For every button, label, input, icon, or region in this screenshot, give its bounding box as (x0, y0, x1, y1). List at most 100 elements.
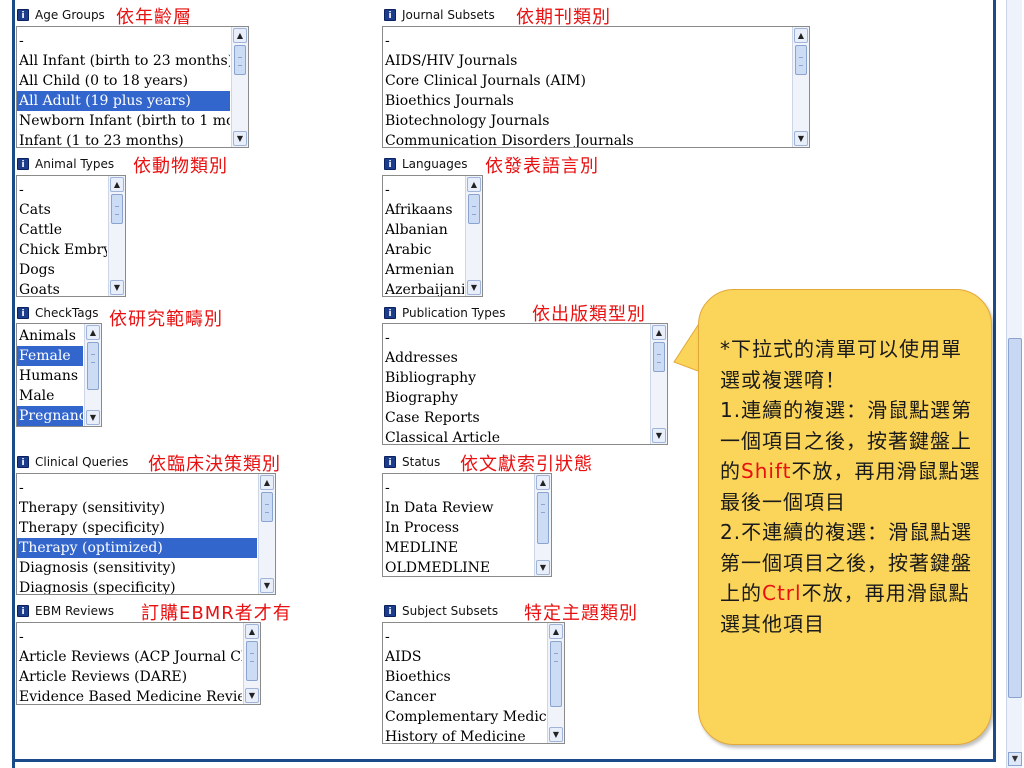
listbox-scrollbar[interactable]: ▲ ▼ (243, 623, 260, 704)
listbox-option[interactable]: Therapy (sensitivity) (19, 500, 166, 516)
listbox-option[interactable]: Therapy (optimized) (17, 538, 257, 558)
info-icon[interactable]: i (17, 307, 29, 319)
down-arrow-icon[interactable]: ▼ (549, 727, 563, 742)
listbox-option[interactable]: Biography (385, 390, 459, 406)
down-arrow-icon[interactable]: ▼ (233, 131, 247, 146)
up-arrow-icon[interactable]: ▲ (233, 28, 247, 43)
down-arrow-icon[interactable]: ▼ (652, 428, 666, 443)
listbox-option[interactable]: - (385, 629, 390, 645)
up-arrow-icon[interactable]: ▲ (794, 28, 808, 43)
listbox-option[interactable]: Humans (19, 368, 79, 384)
info-icon[interactable]: i (384, 307, 396, 319)
scrollbar-thumb[interactable] (87, 342, 99, 390)
down-arrow-icon[interactable]: ▼ (1008, 752, 1022, 766)
info-icon[interactable]: i (384, 605, 396, 617)
up-arrow-icon[interactable]: ▲ (549, 624, 563, 639)
up-arrow-icon[interactable]: ▲ (467, 177, 481, 192)
listbox-scrollbar[interactable]: ▲ ▼ (108, 176, 125, 296)
down-arrow-icon[interactable]: ▼ (110, 280, 124, 295)
listbox-option[interactable]: Armenian (385, 262, 455, 278)
listbox-option[interactable]: All Child (0 to 18 years) (19, 73, 189, 89)
info-icon[interactable]: i (17, 9, 29, 21)
listbox-option[interactable]: Cattle (19, 222, 63, 238)
listbox-option[interactable]: - (19, 480, 24, 496)
listbox-option[interactable]: Complementary Medicine (385, 709, 546, 725)
clinical-queries-listbox[interactable]: - Therapy (sensitivity) Therapy (specifici… (16, 473, 276, 595)
listbox-option[interactable]: Bioethics (385, 669, 451, 685)
listbox-option[interactable]: - (385, 33, 390, 49)
listbox-option[interactable]: MEDLINE (385, 540, 459, 556)
info-icon[interactable]: i (384, 9, 396, 21)
down-arrow-icon[interactable]: ▼ (245, 688, 259, 703)
listbox-option[interactable]: History of Medicine (385, 729, 526, 744)
listbox-option[interactable]: Therapy (specificity) (19, 520, 165, 536)
listbox-option[interactable]: Bibliography (385, 370, 476, 386)
listbox-option[interactable]: - (19, 33, 24, 49)
ebm-reviews-listbox[interactable]: - Article Reviews (ACP Journal Club) Artic… (16, 622, 261, 705)
info-icon[interactable]: i (17, 456, 29, 468)
listbox-option[interactable]: In Process (385, 520, 460, 536)
listbox-option[interactable]: Case Reports (385, 410, 480, 426)
listbox-option[interactable]: Article Reviews (DARE) (19, 669, 188, 685)
listbox-option[interactable]: Female (17, 346, 83, 366)
listbox-scrollbar[interactable]: ▲ ▼ (534, 474, 551, 576)
listbox-option[interactable]: In Data Review (385, 500, 494, 516)
listbox-option[interactable]: All Infant (birth to 23 months) (19, 53, 230, 69)
listbox-option[interactable]: - (385, 330, 390, 346)
scrollbar-thumb[interactable] (234, 45, 246, 75)
listbox-scrollbar[interactable]: ▲ ▼ (465, 176, 482, 296)
up-arrow-icon[interactable]: ▲ (110, 177, 124, 192)
listbox-option[interactable]: - (19, 629, 24, 645)
listbox-option[interactable]: Core Clinical Journals (AIM) (385, 73, 586, 89)
listbox-option[interactable]: Addresses (385, 350, 458, 366)
info-icon[interactable]: i (384, 158, 396, 170)
listbox-option[interactable]: Diagnosis (specificity) (19, 580, 176, 595)
listbox-option[interactable]: OLDMEDLINE (385, 560, 491, 576)
scrollbar-thumb[interactable] (246, 641, 258, 681)
listbox-scrollbar[interactable]: ▲ ▼ (258, 474, 275, 594)
down-arrow-icon[interactable]: ▼ (260, 578, 274, 593)
listbox-option[interactable]: - (385, 480, 390, 496)
page-scrollbar[interactable]: ▼ (1006, 0, 1022, 768)
info-icon[interactable]: i (384, 456, 396, 468)
listbox-scrollbar[interactable]: ▲ ▼ (231, 27, 248, 147)
listbox-option[interactable]: - (19, 182, 24, 198)
listbox-option[interactable]: Bioethics Journals (385, 93, 514, 109)
listbox-option[interactable]: Evidence Based Medicine Reviews (19, 689, 242, 705)
listbox-option[interactable]: Diagnosis (sensitivity) (19, 560, 176, 576)
listbox-option[interactable]: Arabic (385, 242, 432, 258)
listbox-option[interactable]: AIDS (385, 649, 422, 665)
scrollbar-thumb[interactable] (468, 194, 480, 224)
listbox-scrollbar[interactable]: ▲ ▼ (792, 27, 809, 147)
listbox-option[interactable]: Chick Embryo (19, 242, 107, 258)
scrollbar-thumb[interactable] (795, 45, 807, 75)
listbox-option[interactable]: Animals (19, 328, 76, 344)
listbox-option[interactable]: Newborn Infant (birth to 1 month) (19, 113, 230, 129)
up-arrow-icon[interactable]: ▲ (245, 624, 259, 639)
down-arrow-icon[interactable]: ▼ (794, 131, 808, 146)
up-arrow-icon[interactable]: ▲ (652, 325, 666, 340)
listbox-option[interactable]: Cats (19, 202, 51, 218)
listbox-option[interactable]: Afrikaans (385, 202, 453, 218)
down-arrow-icon[interactable]: ▼ (86, 410, 100, 425)
up-arrow-icon[interactable]: ▲ (536, 475, 550, 490)
listbox-option[interactable]: Biotechnology Journals (385, 113, 550, 129)
listbox-option[interactable]: Dogs (19, 262, 55, 278)
listbox-option[interactable]: AIDS/HIV Journals (385, 53, 518, 69)
scrollbar-thumb[interactable] (111, 194, 123, 224)
info-icon[interactable]: i (17, 158, 29, 170)
listbox-option[interactable]: Article Reviews (ACP Journal Club) (19, 649, 242, 665)
up-arrow-icon[interactable]: ▲ (86, 325, 100, 340)
scrollbar-thumb[interactable] (550, 641, 562, 707)
checktags-listbox[interactable]: AnimalsFemaleHumansMalePregnancy ▲ ▼ (16, 323, 102, 427)
listbox-option[interactable]: Classical Article (385, 430, 501, 445)
listbox-option[interactable]: Albanian (385, 222, 448, 238)
scrollbar-thumb[interactable] (537, 492, 549, 544)
listbox-scrollbar[interactable]: ▲ ▼ (650, 324, 667, 444)
